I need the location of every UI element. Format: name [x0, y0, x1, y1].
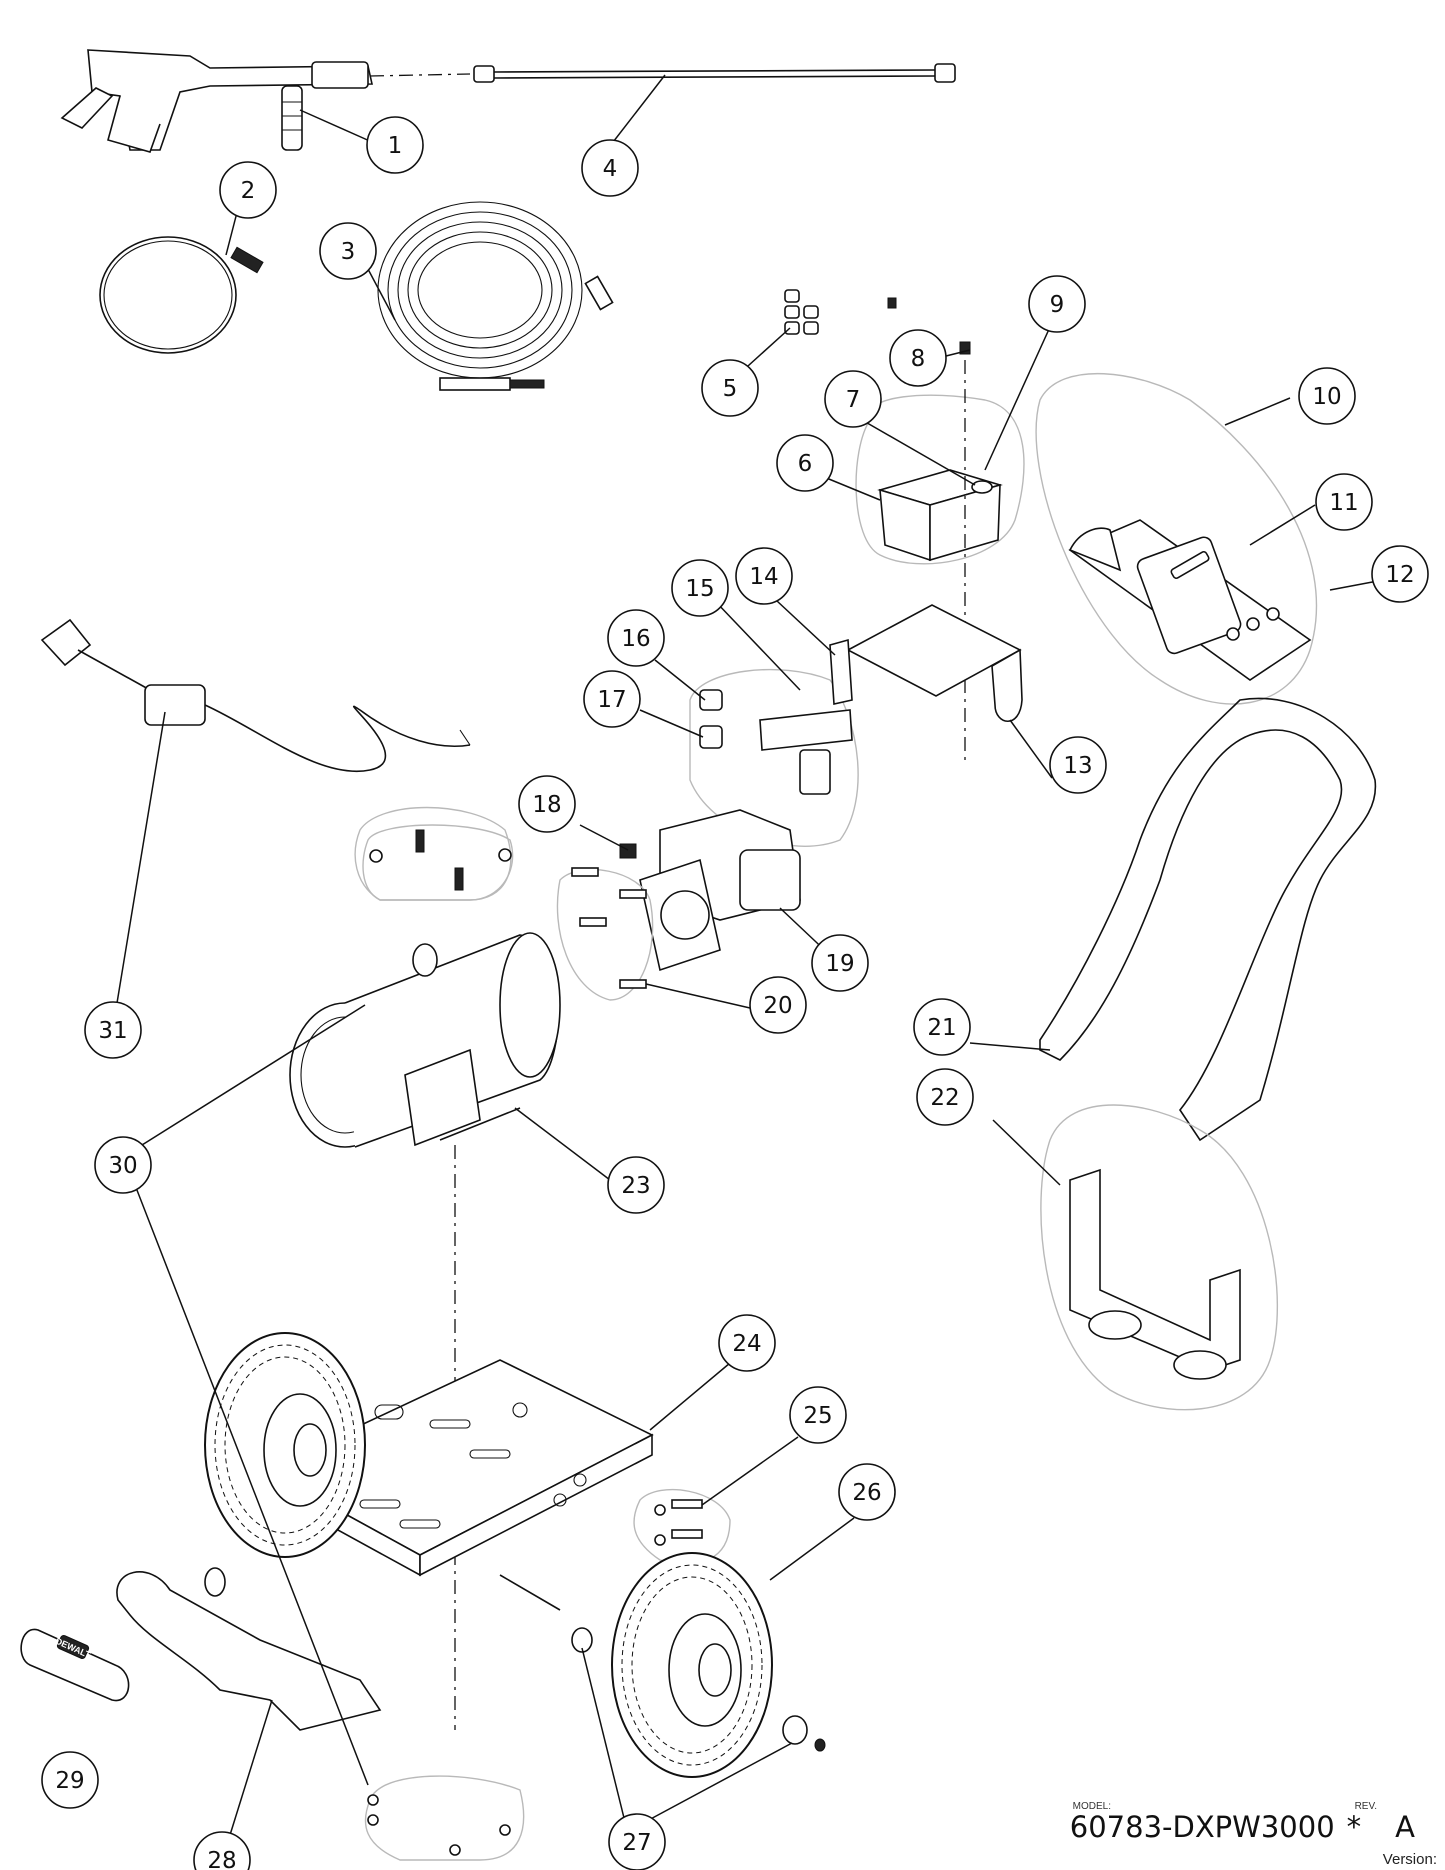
garden-hose-adapter-part [99, 236, 264, 354]
callout-12: 12 [1371, 545, 1429, 603]
callout-20: 20 [749, 976, 807, 1034]
front-handle-part [116, 1567, 382, 1731]
callout-24: 24 [718, 1314, 776, 1372]
callout-2: 2 [219, 161, 277, 219]
svg-text:13: 13 [1063, 753, 1092, 779]
model-label: MODEL: [1072, 1801, 1111, 1812]
electric-motor-part [289, 824, 561, 1148]
svg-text:25: 25 [803, 1403, 832, 1429]
power-cord-part [40, 618, 471, 773]
callout-16: 16 [607, 609, 665, 667]
callout-3: 3 [319, 222, 377, 280]
svg-text:19: 19 [825, 951, 854, 977]
control-panel-part [1035, 373, 1318, 705]
axle-hardware-part [571, 1627, 826, 1752]
svg-text:31: 31 [98, 1018, 127, 1044]
svg-text:8: 8 [911, 346, 926, 372]
callout-7: 7 [824, 370, 882, 428]
callout-29: 29 [41, 1751, 99, 1809]
svg-text:18: 18 [532, 792, 561, 818]
callout-22: 22 [916, 1068, 974, 1126]
callout-26: 26 [838, 1463, 896, 1521]
version-label: Version: [1382, 1851, 1437, 1868]
callout-25: 25 [789, 1386, 847, 1444]
svg-text:9: 9 [1050, 292, 1065, 318]
callout-6: 6 [776, 434, 834, 492]
callout-18: 18 [518, 775, 576, 833]
leader-lines [116, 74, 1384, 1836]
callout-10: 10 [1298, 367, 1356, 425]
svg-text:27: 27 [622, 1830, 651, 1856]
svg-text:6: 6 [798, 451, 813, 477]
svg-text:16: 16 [621, 626, 650, 652]
handle-grip-part: DEWALT [20, 1628, 130, 1702]
right-wheel-part [499, 1552, 773, 1778]
rear-bracket-part [1040, 1104, 1279, 1411]
unloader-valve-part [689, 638, 859, 847]
revision-star: * [1346, 1810, 1362, 1844]
callout-31: 31 [84, 1001, 142, 1059]
svg-text:24: 24 [732, 1331, 761, 1357]
callout-1: 1 [366, 116, 424, 174]
svg-text:29: 29 [55, 1768, 84, 1794]
callout-27: 27 [608, 1813, 666, 1870]
svg-text:26: 26 [852, 1480, 881, 1506]
svg-text:7: 7 [846, 387, 861, 413]
callout-23: 23 [607, 1156, 665, 1214]
nozzle-set-part [784, 289, 819, 335]
left-wheel-part [204, 1332, 366, 1558]
spray-gun-part [60, 49, 373, 153]
svg-text:3: 3 [341, 239, 356, 265]
svg-text:2: 2 [241, 178, 256, 204]
callout-4: 4 [581, 139, 639, 197]
svg-text:12: 12 [1385, 562, 1414, 588]
callout-13: 13 [1049, 736, 1107, 794]
svg-text:28: 28 [207, 1848, 236, 1870]
svg-text:23: 23 [621, 1173, 650, 1199]
svg-text:4: 4 [603, 156, 618, 182]
callout-11: 11 [1315, 473, 1373, 531]
callout-21: 21 [913, 998, 971, 1056]
svg-text:22: 22 [930, 1085, 959, 1111]
svg-text:20: 20 [763, 993, 792, 1019]
svg-text:11: 11 [1329, 490, 1358, 516]
callout-8: 8 [889, 329, 947, 387]
motor-mount-hardware-part [354, 806, 525, 1861]
svg-text:30: 30 [108, 1153, 137, 1179]
model-number: 60783-DXPW3000 [1069, 1810, 1335, 1844]
revision-letter: A [1395, 1810, 1415, 1844]
svg-text:17: 17 [597, 687, 626, 713]
svg-text:21: 21 [927, 1015, 956, 1041]
base-bolts-part [633, 1488, 731, 1565]
svg-text:5: 5 [723, 376, 738, 402]
rev-label: REV. [1354, 1801, 1377, 1812]
callout-28: 28 [193, 1831, 251, 1870]
handle-part [1039, 697, 1377, 1142]
high-pressure-hose-part [377, 201, 614, 391]
svg-text:14: 14 [749, 564, 778, 590]
model-number-line: 60783-DXPW3000 * A [1070, 1810, 1415, 1844]
spray-lance-part [473, 63, 956, 83]
pump-bolts-part [556, 867, 654, 1001]
switch-mounting-plate-part [846, 604, 1023, 722]
pump-part [619, 809, 801, 972]
callout-17: 17 [583, 670, 641, 728]
svg-text:10: 10 [1312, 384, 1341, 410]
callout-9: 9 [1028, 275, 1086, 333]
svg-text:15: 15 [685, 576, 714, 602]
callout-14: 14 [735, 547, 793, 605]
screw-part [887, 297, 971, 355]
callout-19: 19 [811, 934, 869, 992]
callout-30: 30 [94, 1136, 152, 1194]
callout-15: 15 [671, 559, 729, 617]
callout-5: 5 [701, 359, 759, 417]
switch-box-part [855, 394, 1025, 565]
svg-text:1: 1 [388, 133, 403, 159]
